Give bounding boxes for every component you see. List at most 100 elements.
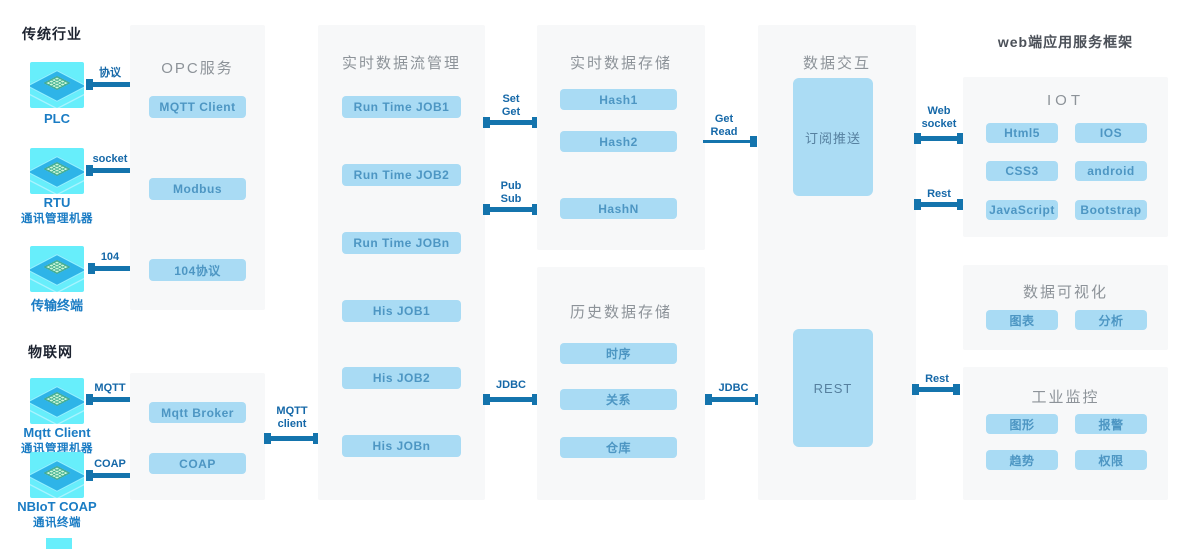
data-visualization-panel: 数据可视化 图表 分析 (963, 265, 1168, 350)
device-label-nbiot-coap: NBIoT COAP (17, 499, 97, 514)
iot-gateway-panel: Mqtt Broker COAP (130, 373, 265, 500)
node-runtime-job1: Run Time JOB1 (342, 96, 461, 118)
panel-title: IOT (1047, 92, 1084, 109)
stream-management-panel: 实时数据流管理 Run Time JOB1 Run Time JOB2 Run … (318, 25, 485, 500)
connector-line (86, 394, 130, 405)
connector-label-line2: socket (921, 118, 957, 130)
panel-title: OPC服务 (161, 60, 234, 77)
connector-line (914, 133, 964, 144)
connector-label-line1: MQTT (276, 405, 308, 417)
node-relational: 关系 (560, 389, 677, 410)
device-chip-icon (30, 148, 84, 194)
node-his-job2: His JOB2 (342, 367, 461, 389)
connector-line (88, 263, 130, 274)
node-coap: COAP (149, 453, 246, 474)
connector-label-line1: Pub (500, 180, 522, 192)
connector-label-mqtt-client: MQTT client (266, 405, 318, 431)
node-alarm: 报警 (1075, 414, 1147, 434)
connector-label-rest: Rest (927, 188, 951, 200)
node-permission: 权限 (1075, 450, 1147, 470)
connector-label-line1: Set (502, 93, 520, 105)
realtime-storage-panel: 实时数据存储 Hash1 Hash2 HashN (537, 25, 705, 250)
history-storage-panel: 历史数据存储 时序 关系 仓库 (537, 267, 705, 500)
node-104-protocol: 104协议 (149, 259, 246, 281)
connector-line (703, 136, 757, 147)
connector-label-line2: client (277, 418, 307, 430)
node-hash2: Hash2 (560, 131, 677, 152)
node-analysis: 分析 (1075, 310, 1147, 330)
panel-title: 数据交互 (802, 55, 871, 72)
node-his-jobn: His JOBn (342, 435, 461, 457)
connector-label-coap: COAP (94, 458, 126, 470)
connector-line (86, 470, 130, 481)
connector-line (483, 117, 539, 128)
device-label-rtu: RTU (43, 195, 71, 210)
device-label-plc: PLC (44, 111, 70, 126)
connector-line (914, 199, 964, 210)
node-html5: Html5 (986, 123, 1058, 143)
connector-label-web-socket: Web socket (912, 105, 966, 131)
industrial-monitoring-panel: 工业监控 图形 报警 趋势 权限 (963, 367, 1168, 500)
connector-label-get-read: Get Read (700, 113, 748, 139)
connector-label-jdbc: JDBC (718, 382, 749, 394)
connector-label-mqtt: MQTT (94, 382, 126, 394)
data-exchange-panel: 数据交互 订阅推送 REST (758, 25, 916, 500)
connector-line (912, 384, 960, 395)
connector-label-line1: Get (714, 113, 734, 125)
connector-label-line2: Get (501, 106, 521, 118)
connector-label-line1: Web (927, 105, 951, 117)
section-title-web-app-framework: web端应用服务框架 (997, 34, 1134, 50)
cropped-device-icon (46, 538, 72, 549)
connector-label-jdbc: JDBC (496, 379, 526, 391)
device-chip-icon (30, 378, 84, 424)
device-sublabel: 通讯终端 (33, 517, 81, 529)
connector-label-pub-sub: Pub Sub (485, 180, 537, 206)
panel-title: 实时数据流管理 (341, 55, 461, 72)
connector-label-104: 104 (100, 251, 120, 263)
section-title-traditional-industry: 传统行业 (22, 26, 82, 42)
connector-label-rest: Rest (925, 373, 949, 385)
panel-title: 数据可视化 (1022, 284, 1108, 301)
web-iot-panel: IOT Html5 IOS CSS3 android JavaScript Bo… (963, 77, 1168, 237)
node-timeseries: 时序 (560, 343, 677, 364)
device-chip-icon (30, 452, 84, 498)
node-bootstrap: Bootstrap (1075, 200, 1147, 220)
node-android: android (1075, 161, 1147, 181)
node-graphics: 图形 (986, 414, 1058, 434)
device-chip-icon (30, 62, 84, 108)
connector-line (264, 433, 320, 444)
node-his-job1: His JOB1 (342, 300, 461, 322)
connector-label-line2: Read (710, 126, 738, 138)
connector-label-set-get: Set Get (485, 93, 537, 119)
node-subscribe-push: 订阅推送 (793, 78, 873, 196)
connector-label-protocol: 协议 (99, 67, 121, 79)
connector-label-socket: socket (92, 153, 128, 165)
connector-line (483, 394, 539, 405)
node-warehouse: 仓库 (560, 437, 677, 458)
node-charts: 图表 (986, 310, 1058, 330)
connector-line (705, 394, 762, 405)
panel-title: 实时数据存储 (569, 55, 672, 72)
device-label-transfer-terminal: 传输终端 (30, 298, 83, 313)
node-mqtt-broker: Mqtt Broker (149, 402, 246, 423)
panel-title: 历史数据存储 (569, 304, 672, 321)
node-hash1: Hash1 (560, 89, 677, 110)
panel-title: 工业监控 (1031, 389, 1100, 406)
node-trend: 趋势 (986, 450, 1058, 470)
node-javascript: JavaScript (986, 200, 1058, 220)
node-mqtt-client: MQTT Client (149, 96, 246, 118)
device-chip-icon (30, 246, 84, 292)
section-title-iot-network: 物联网 (28, 344, 73, 360)
node-runtime-jobn: Run Time JOBn (342, 232, 461, 254)
node-rest: REST (793, 329, 873, 447)
device-label-mqtt-client: Mqtt Client (23, 425, 91, 440)
connector-line (86, 79, 130, 90)
connector-line (483, 204, 539, 215)
node-ios: IOS (1075, 123, 1147, 143)
opc-service-panel: OPC服务 MQTT Client Modbus 104协议 (130, 25, 265, 310)
node-hashn: HashN (560, 198, 677, 219)
node-modbus: Modbus (149, 178, 246, 200)
node-runtime-job2: Run Time JOB2 (342, 164, 461, 186)
device-sublabel: 通讯管理机器 (21, 213, 93, 225)
